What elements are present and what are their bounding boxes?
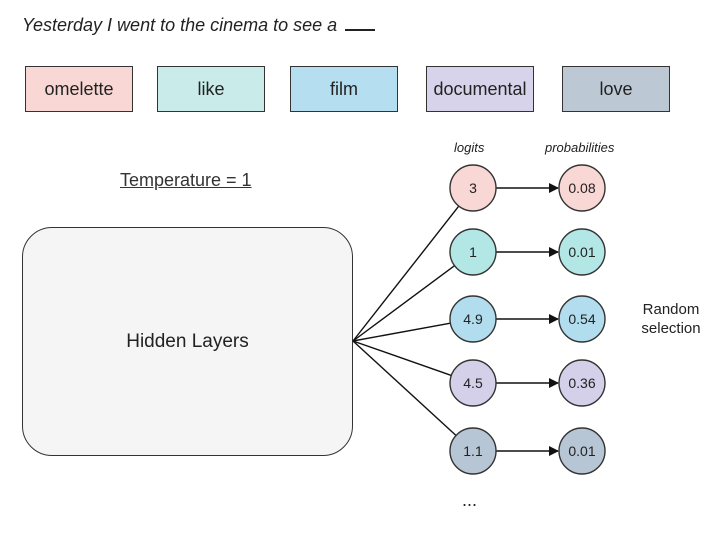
word-love: love — [562, 66, 670, 112]
logits-header: logits — [454, 140, 485, 155]
logit-to-probability-arrows — [496, 183, 559, 456]
prompt-text: Yesterday I went to the cinema to see a — [22, 15, 338, 35]
logit-value: 4.5 — [463, 375, 483, 391]
probability-value: 0.36 — [568, 375, 595, 391]
probability-node — [558, 427, 606, 475]
probability-value: 0.01 — [568, 443, 595, 459]
probability-value: 0.08 — [568, 180, 595, 196]
logit-value: 1 — [469, 244, 477, 260]
random-selection-label: Random selection — [641, 301, 701, 337]
word-omelette: omelette — [25, 66, 133, 112]
blank-placeholder — [345, 15, 376, 31]
hidden-layers-label: Hidden Layers — [126, 330, 249, 352]
probability-nodes: 0.08 0.01 0.54 0.36 0.01 — [558, 164, 606, 475]
probability-node — [558, 164, 606, 212]
probability-node — [558, 295, 606, 343]
more-ellipsis: ... — [462, 490, 478, 510]
logit-nodes: 3 1 4.9 4.5 1.1 — [449, 164, 497, 475]
hidden-to-logit-connections — [352, 205, 460, 436]
logit-value: 3 — [469, 180, 477, 196]
temperature-label: Temperature = 1 — [120, 170, 252, 190]
logit-value: 1.1 — [463, 443, 483, 459]
connection-line — [352, 340, 457, 436]
word-label: documental — [433, 78, 527, 99]
connection-line — [352, 265, 455, 342]
probability-node — [558, 228, 606, 276]
connection-line — [352, 340, 452, 377]
probability-node — [558, 359, 606, 407]
word-label: like — [197, 78, 225, 99]
probability-value: 0.54 — [568, 311, 595, 327]
word-film: film — [290, 66, 398, 112]
word-label: omelette — [44, 78, 114, 99]
logit-value: 4.9 — [463, 311, 483, 327]
logit-node — [449, 359, 497, 407]
word-like: like — [157, 66, 265, 112]
connection-line — [352, 322, 451, 342]
logit-node — [449, 427, 497, 475]
logit-node — [449, 295, 497, 343]
probability-value: 0.01 — [568, 244, 595, 260]
connection-line — [352, 205, 460, 342]
hidden-layers-box: Hidden Layers — [22, 227, 353, 456]
word-documental: documental — [426, 66, 534, 112]
logit-node — [449, 228, 497, 276]
probabilities-header: probabilities — [545, 140, 615, 155]
word-label: film — [330, 78, 358, 99]
prompt-sentence: Yesterday I went to the cinema to see a — [22, 15, 376, 36]
logit-node — [449, 164, 497, 212]
word-label: love — [599, 78, 633, 99]
